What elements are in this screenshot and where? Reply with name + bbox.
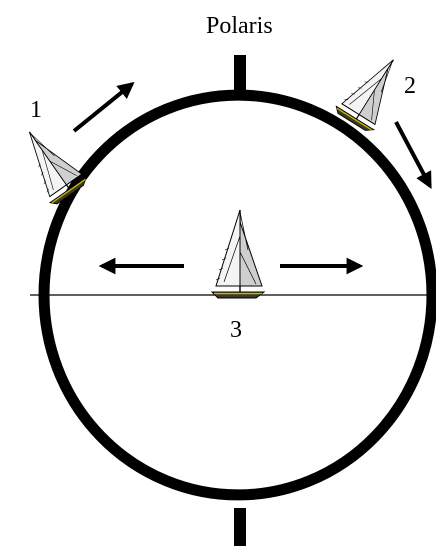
polaris-label: Polaris (206, 14, 273, 38)
arrow-icon (74, 84, 132, 131)
north-tick (234, 55, 246, 95)
position-1-label: 1 (30, 98, 42, 122)
sailboat-icon (334, 47, 411, 134)
south-tick (234, 508, 246, 546)
sailboat-icon (10, 120, 89, 207)
position-3-label: 3 (230, 318, 242, 342)
arrow-icon (396, 122, 430, 186)
position-2-label: 2 (404, 74, 416, 98)
sailboat-icon (212, 210, 264, 298)
